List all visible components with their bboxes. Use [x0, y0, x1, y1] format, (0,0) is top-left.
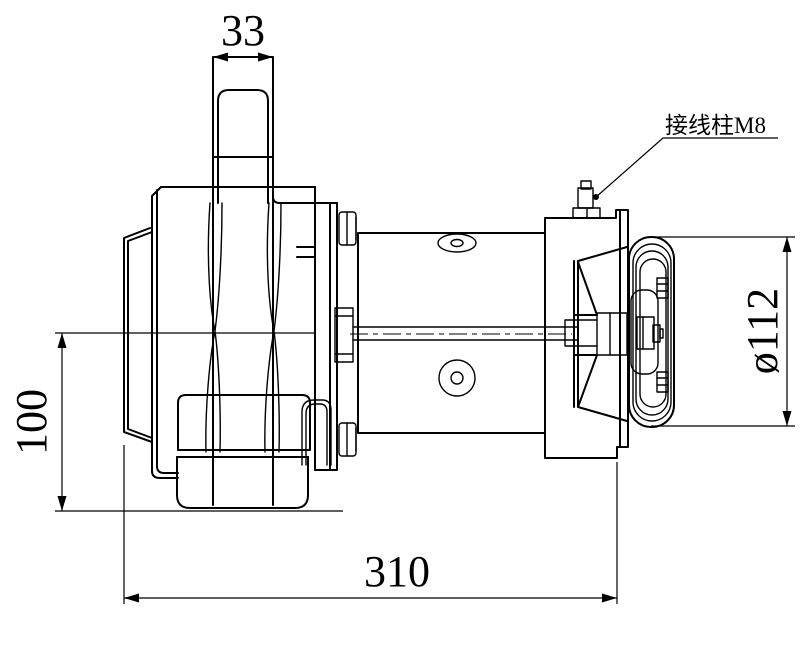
- dim-33-arrow-right: [258, 52, 273, 62]
- dim-100-text: 100: [7, 389, 56, 455]
- dim-33-arrow-left: [213, 52, 228, 62]
- flange-outline: [123, 227, 153, 443]
- end-cap-ring-4: [639, 258, 667, 408]
- blade-right: [264, 202, 282, 453]
- body-top-edges: [160, 186, 338, 258]
- dim-310-extensions: [123, 445, 618, 604]
- screw-head-bottom: [438, 359, 476, 397]
- base-lower-block: [176, 456, 309, 509]
- handle-grip: [217, 89, 269, 204]
- flange-face-plate: [151, 186, 179, 479]
- rod-clamp-block: [334, 307, 354, 363]
- dim-100-arrow-bottom: [57, 496, 67, 511]
- screw-head-top-inner: [450, 238, 464, 248]
- dim-112-arrow-top: [782, 237, 792, 252]
- terminal-callout: 接线柱M8: [593, 113, 778, 200]
- body-arm-curves: [301, 399, 332, 466]
- terminal-post-cap: [580, 180, 592, 190]
- terminal-label: 接线柱M8: [665, 113, 766, 138]
- hex-bolt-bottom-facets: [346, 422, 357, 457]
- dim-100-arrow-top: [57, 333, 67, 348]
- brush-clip-bottom: [656, 371, 669, 393]
- dim-310-text: 310: [364, 547, 430, 596]
- end-cap-ring-2: [632, 243, 672, 422]
- dimension-overall-length: 310: [123, 445, 618, 604]
- mounting-base: [176, 394, 311, 509]
- dim-112-arrow-bottom: [782, 411, 792, 426]
- end-cap-ring-3: [635, 250, 669, 416]
- brush-clip-top: [656, 277, 669, 299]
- tie-rod: [352, 326, 579, 341]
- dim-112-text: ø112: [738, 288, 787, 374]
- callout-leader-line: [595, 137, 778, 198]
- end-cap-inner-cover: [630, 289, 659, 375]
- motor-flange-plate: [314, 186, 357, 471]
- bell-outline: [573, 246, 628, 422]
- dim-310-arrow-right: [602, 593, 617, 603]
- dimension-end-cap-diameter: ø112: [651, 236, 795, 427]
- base-upper-bracket: [176, 394, 311, 458]
- motor-body: [350, 232, 579, 434]
- blade-left: [205, 202, 223, 453]
- shaft-nut: [636, 316, 655, 350]
- clutch-handle: [212, 56, 274, 506]
- screw-head-bottom-inner: [450, 371, 464, 385]
- dimension-handle-width: 33: [213, 6, 273, 62]
- dim-100-extensions: [55, 332, 343, 512]
- handle-outline: [212, 56, 274, 506]
- dim-310-arrow-left: [124, 593, 139, 603]
- dim-33-text: 33: [221, 6, 265, 55]
- hex-bolt-top-facets: [346, 211, 357, 246]
- face-plate-lines: [151, 186, 179, 479]
- plate-lines: [314, 186, 338, 471]
- drum-flange-disc: [123, 227, 153, 443]
- dimension-drum-diameter: 100: [7, 332, 343, 512]
- motor-cylinder: [357, 232, 546, 434]
- brush-clip-top-lines: [656, 283, 669, 292]
- rod-clamp-lines: [334, 315, 354, 355]
- dim-112-extensions: [651, 236, 795, 427]
- shaft-tip-end: [659, 328, 664, 339]
- screw-head-top: [437, 233, 477, 253]
- bell-hub-block: [596, 312, 628, 356]
- shaft-sleeve: [564, 319, 598, 347]
- terminal-post: [577, 187, 594, 209]
- brush-clip-bottom-lines: [656, 377, 669, 386]
- rope-guide-blades: [205, 202, 282, 453]
